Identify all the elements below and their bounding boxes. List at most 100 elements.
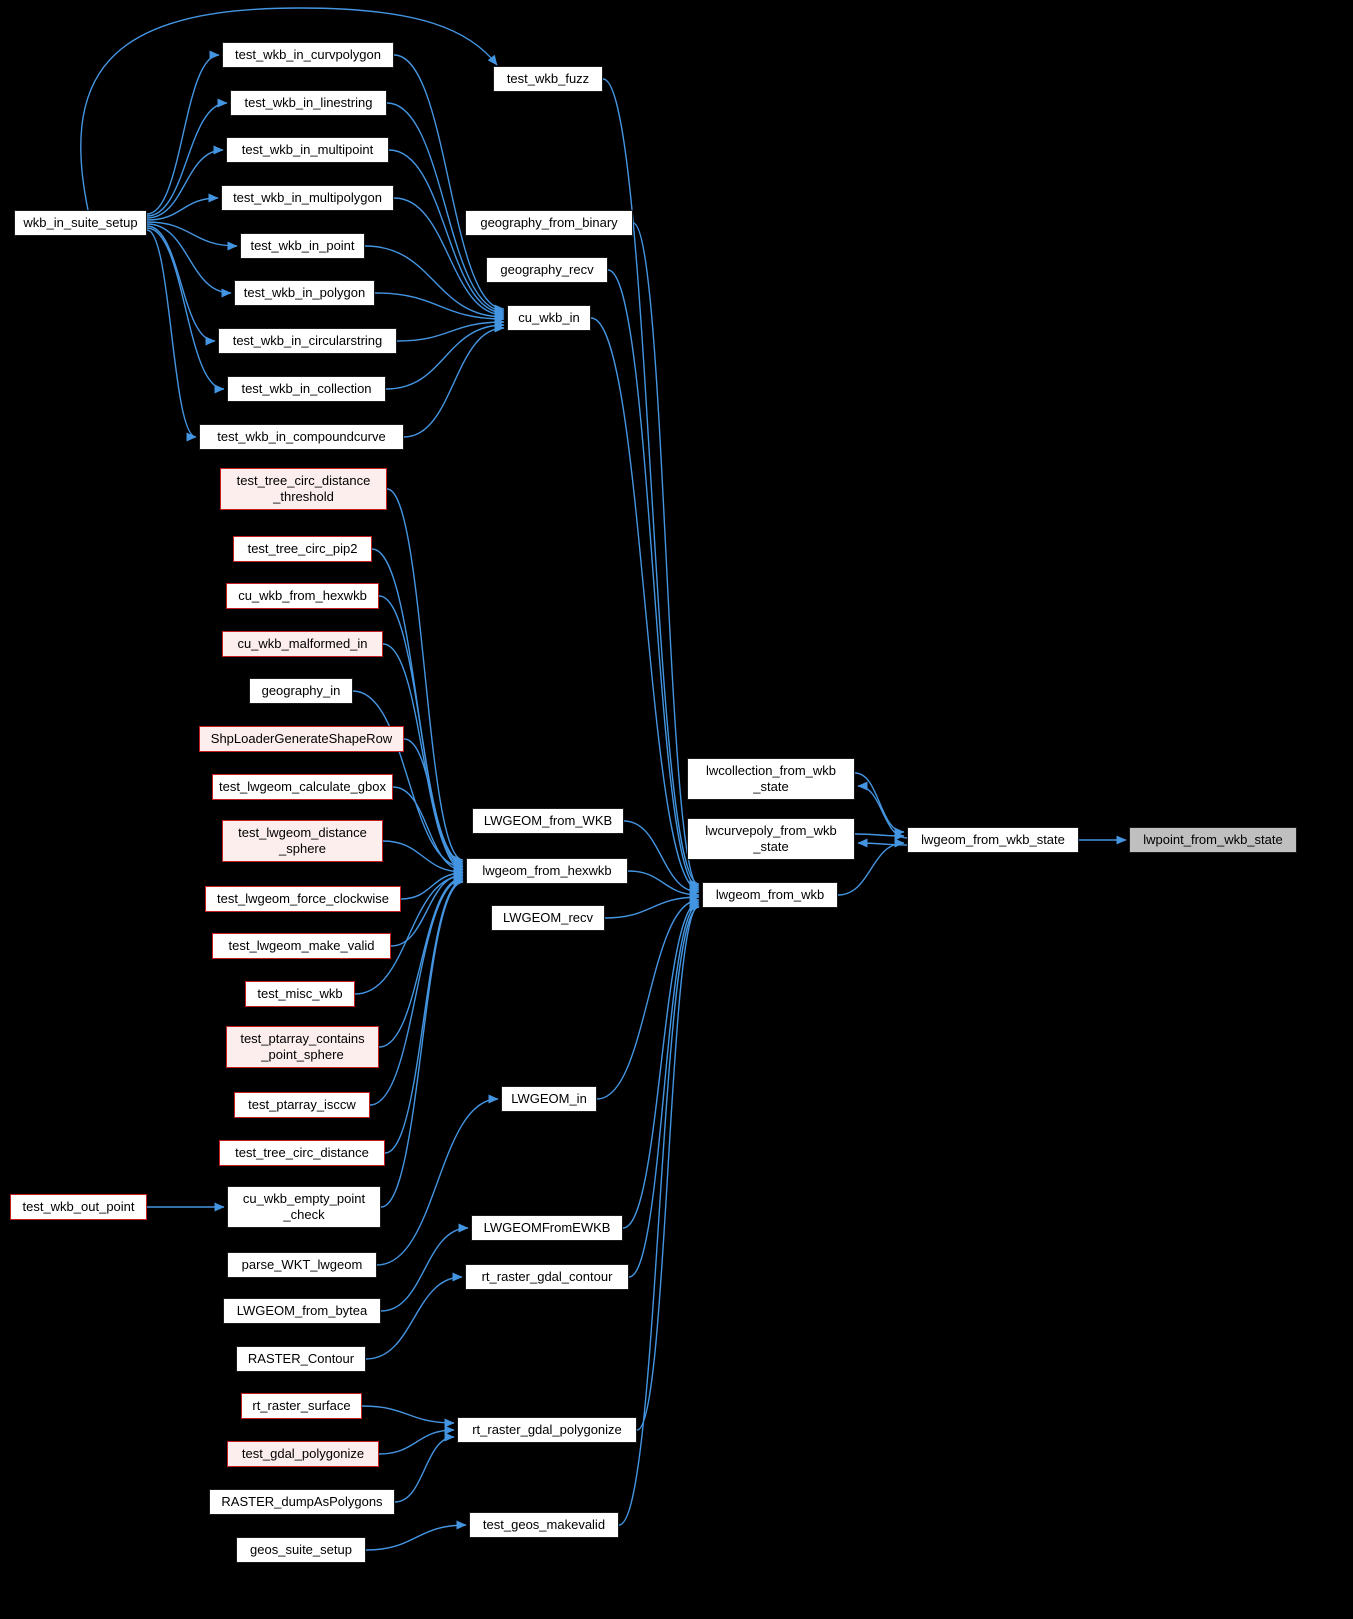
edge-lwcollection_from_wkb_state--lwgeom_from_wkb_state [854,772,905,837]
node-test_ptarray_isccw[interactable]: test_ptarray_isccw [234,1092,370,1118]
node-test_ptarray_contains_point_sphere[interactable]: test_ptarray_contains _point_sphere [226,1026,379,1068]
edge-cu_wkb_in--lwgeom_from_wkb [590,317,700,895]
node-test_wkb_in_collection[interactable]: test_wkb_in_collection [227,376,386,402]
edge-test_geos_makevalid--lwgeom_from_wkb [618,902,700,1526]
node-test_wkb_in_linestring[interactable]: test_wkb_in_linestring [230,90,387,116]
node-LWGEOMFromEWKB[interactable]: LWGEOMFromEWKB [471,1215,623,1241]
node-LWGEOM_from_WKB[interactable]: LWGEOM_from_WKB [472,808,624,834]
node-test_wkb_in_circularstring[interactable]: test_wkb_in_circularstring [218,328,397,354]
edge-wkb_in_suite_setup--test_wkb_in_circularstring [146,225,216,346]
node-lwgeom_from_wkb[interactable]: lwgeom_from_wkb [702,882,838,908]
edge-test_wkb_in_point--cu_wkb_in [364,245,505,322]
edge-wkb_in_suite_setup--test_wkb_fuzz [80,7,498,211]
edge-wkb_in_suite_setup--test_wkb_in_curvpolygon [146,50,220,215]
edge-test_lwgeom_make_valid--lwgeom_from_hexwkb [390,870,464,947]
node-lwcurvepoly_from_wkb_state[interactable]: lwcurvepoly_from_wkb _state [687,818,855,860]
edge-test_ptarray_contains_point_sphere--lwgeom_from_hexwkb [378,873,464,1048]
edge-lwgeom_from_wkb_state--lwcollection_from_wkb_state [857,781,908,839]
edge-parse_WKT_lwgeom--LWGEOM_in [376,1094,499,1266]
node-test_wkb_in_curvpolygon[interactable]: test_wkb_in_curvpolygon [222,42,394,68]
node-lwgeom_from_wkb_state[interactable]: lwgeom_from_wkb_state [907,827,1079,853]
node-test_wkb_in_point[interactable]: test_wkb_in_point [240,233,365,259]
node-lwcollection_from_wkb_state[interactable]: lwcollection_from_wkb _state [687,758,855,800]
node-wkb_in_suite_setup[interactable]: wkb_in_suite_setup [14,210,147,236]
edge-lwgeom_from_wkb_state--lwcurvepoly_from_wkb_state [857,838,908,848]
edge-test_wkb_in_curvpolygon--cu_wkb_in [393,54,505,314]
edge-test_gdal_polygonize--rt_raster_gdal_polygonize [378,1425,455,1455]
node-RASTER_Contour[interactable]: RASTER_Contour [236,1346,366,1372]
node-test_geos_makevalid[interactable]: test_geos_makevalid [469,1512,619,1538]
edge-wkb_in_suite_setup--test_wkb_in_collection [146,227,225,394]
node-geography_in[interactable]: geography_in [249,678,353,704]
edge-test_lwgeom_calculate_gbox--lwgeom_from_hexwkb [392,786,464,875]
edge-geography_from_binary--lwgeom_from_wkb [632,222,700,891]
node-parse_WKT_lwgeom[interactable]: parse_WKT_lwgeom [227,1252,377,1278]
node-LWGEOM_from_bytea[interactable]: LWGEOM_from_bytea [223,1298,381,1324]
edge-test_wkb_in_linestring--cu_wkb_in [386,102,505,316]
edge-test_wkb_in_compoundcurve--cu_wkb_in [403,323,505,438]
edge-cu_wkb_empty_point_check--lwgeom_from_hexwkb [380,877,464,1208]
edge-test_wkb_fuzz--lwgeom_from_wkb [602,78,700,889]
node-test_lwgeom_force_clockwise[interactable]: test_lwgeom_force_clockwise [205,886,401,912]
node-ShpLoaderGenerateShapeRow[interactable]: ShpLoaderGenerateShapeRow [199,726,404,752]
node-cu_wkb_malformed_in[interactable]: cu_wkb_malformed_in [222,631,383,657]
node-LWGEOM_recv[interactable]: LWGEOM_recv [491,905,605,931]
node-test_lwgeom_calculate_gbox[interactable]: test_lwgeom_calculate_gbox [212,774,393,800]
node-geography_recv[interactable]: geography_recv [486,257,608,283]
edge-test_wkb_in_polygon--cu_wkb_in [374,292,505,324]
edge-wkb_in_suite_setup--test_wkb_in_multipolygon [146,193,219,221]
node-lwpoint_from_wkb_state[interactable]: lwpoint_from_wkb_state [1129,827,1297,853]
node-rt_raster_surface[interactable]: rt_raster_surface [241,1393,362,1419]
edge-wkb_in_suite_setup--test_wkb_in_compoundcurve [146,229,197,442]
node-test_lwgeom_make_valid[interactable]: test_lwgeom_make_valid [212,933,391,959]
node-rt_raster_gdal_contour[interactable]: rt_raster_gdal_contour [465,1264,629,1290]
node-test_wkb_in_multipoint[interactable]: test_wkb_in_multipoint [226,137,389,163]
edge-LWGEOM_recv--lwgeom_from_wkb [604,892,700,919]
edge-test_misc_wkb--lwgeom_from_hexwkb [354,871,464,995]
node-LWGEOM_in[interactable]: LWGEOM_in [501,1086,597,1112]
edge-test_tree_circ_distance--lwgeom_from_hexwkb [384,876,464,1154]
edge-test_tree_circ_distance_threshold--lwgeom_from_hexwkb [386,488,464,865]
node-test_wkb_in_polygon[interactable]: test_wkb_in_polygon [234,280,375,306]
edge-lwcurvepoly_from_wkb_state--lwgeom_from_wkb_state [854,831,905,841]
edge-geography_recv--lwgeom_from_wkb [607,269,700,893]
edge-ShpLoaderGenerateShapeRow--lwgeom_from_hexwkb [403,738,464,874]
node-test_wkb_in_compoundcurve[interactable]: test_wkb_in_compoundcurve [199,424,404,450]
node-test_tree_circ_pip2[interactable]: test_tree_circ_pip2 [233,536,372,562]
edge-test_wkb_in_multipoint--cu_wkb_in [388,149,505,318]
edge-test_wkb_in_multipolygon--cu_wkb_in [393,197,505,320]
node-test_lwgeom_distance_sphere[interactable]: test_lwgeom_distance _sphere [222,820,383,862]
edge-test_ptarray_isccw--lwgeom_from_hexwkb [369,874,464,1106]
node-test_gdal_polygonize[interactable]: test_gdal_polygonize [227,1441,379,1467]
edge-rt_raster_surface--rt_raster_gdal_polygonize [361,1405,455,1428]
edge-rt_raster_gdal_polygonize--lwgeom_from_wkb [636,901,700,1431]
node-test_wkb_fuzz[interactable]: test_wkb_fuzz [493,66,603,92]
edge-wkb_in_suite_setup--test_wkb_in_polygon [146,223,232,298]
node-geography_from_binary[interactable]: geography_from_binary [465,210,633,236]
edge-rt_raster_gdal_contour--lwgeom_from_wkb [628,899,700,1278]
edge-wkb_in_suite_setup--test_wkb_in_multipoint [146,145,224,219]
edge-LWGEOMFromEWKB--lwgeom_from_wkb [622,897,700,1229]
edge-test_wkb_in_circularstring--cu_wkb_in [396,317,505,342]
node-cu_wkb_empty_point_check[interactable]: cu_wkb_empty_point _check [227,1186,381,1228]
edge-LWGEOM_from_bytea--LWGEOMFromEWKB [380,1223,469,1312]
edge-wkb_in_suite_setup--test_wkb_in_point [146,221,238,251]
node-geos_suite_setup[interactable]: geos_suite_setup [236,1537,366,1563]
edge-LWGEOM_in--lwgeom_from_wkb [596,895,700,1100]
edge-test_wkb_in_collection--cu_wkb_in [385,320,505,390]
node-RASTER_dumpAsPolygons[interactable]: RASTER_dumpAsPolygons [209,1489,395,1515]
node-test_tree_circ_distance_threshold[interactable]: test_tree_circ_distance _threshold [220,468,387,510]
node-test_tree_circ_distance[interactable]: test_tree_circ_distance [219,1140,385,1166]
node-test_misc_wkb[interactable]: test_misc_wkb [245,981,355,1007]
node-cu_wkb_from_hexwkb[interactable]: cu_wkb_from_hexwkb [226,583,379,609]
edge-wkb_in_suite_setup--test_wkb_in_linestring [146,98,228,217]
node-lwgeom_from_hexwkb[interactable]: lwgeom_from_hexwkb [466,858,628,884]
node-rt_raster_gdal_polygonize[interactable]: rt_raster_gdal_polygonize [457,1417,637,1443]
edge-RASTER_Contour--rt_raster_gdal_contour [365,1272,463,1360]
node-test_wkb_in_multipolygon[interactable]: test_wkb_in_multipolygon [221,185,394,211]
node-test_wkb_out_point[interactable]: test_wkb_out_point [10,1194,147,1220]
node-cu_wkb_in[interactable]: cu_wkb_in [507,305,591,331]
edge-lwgeom_from_hexwkb--lwgeom_from_wkb [627,870,700,900]
